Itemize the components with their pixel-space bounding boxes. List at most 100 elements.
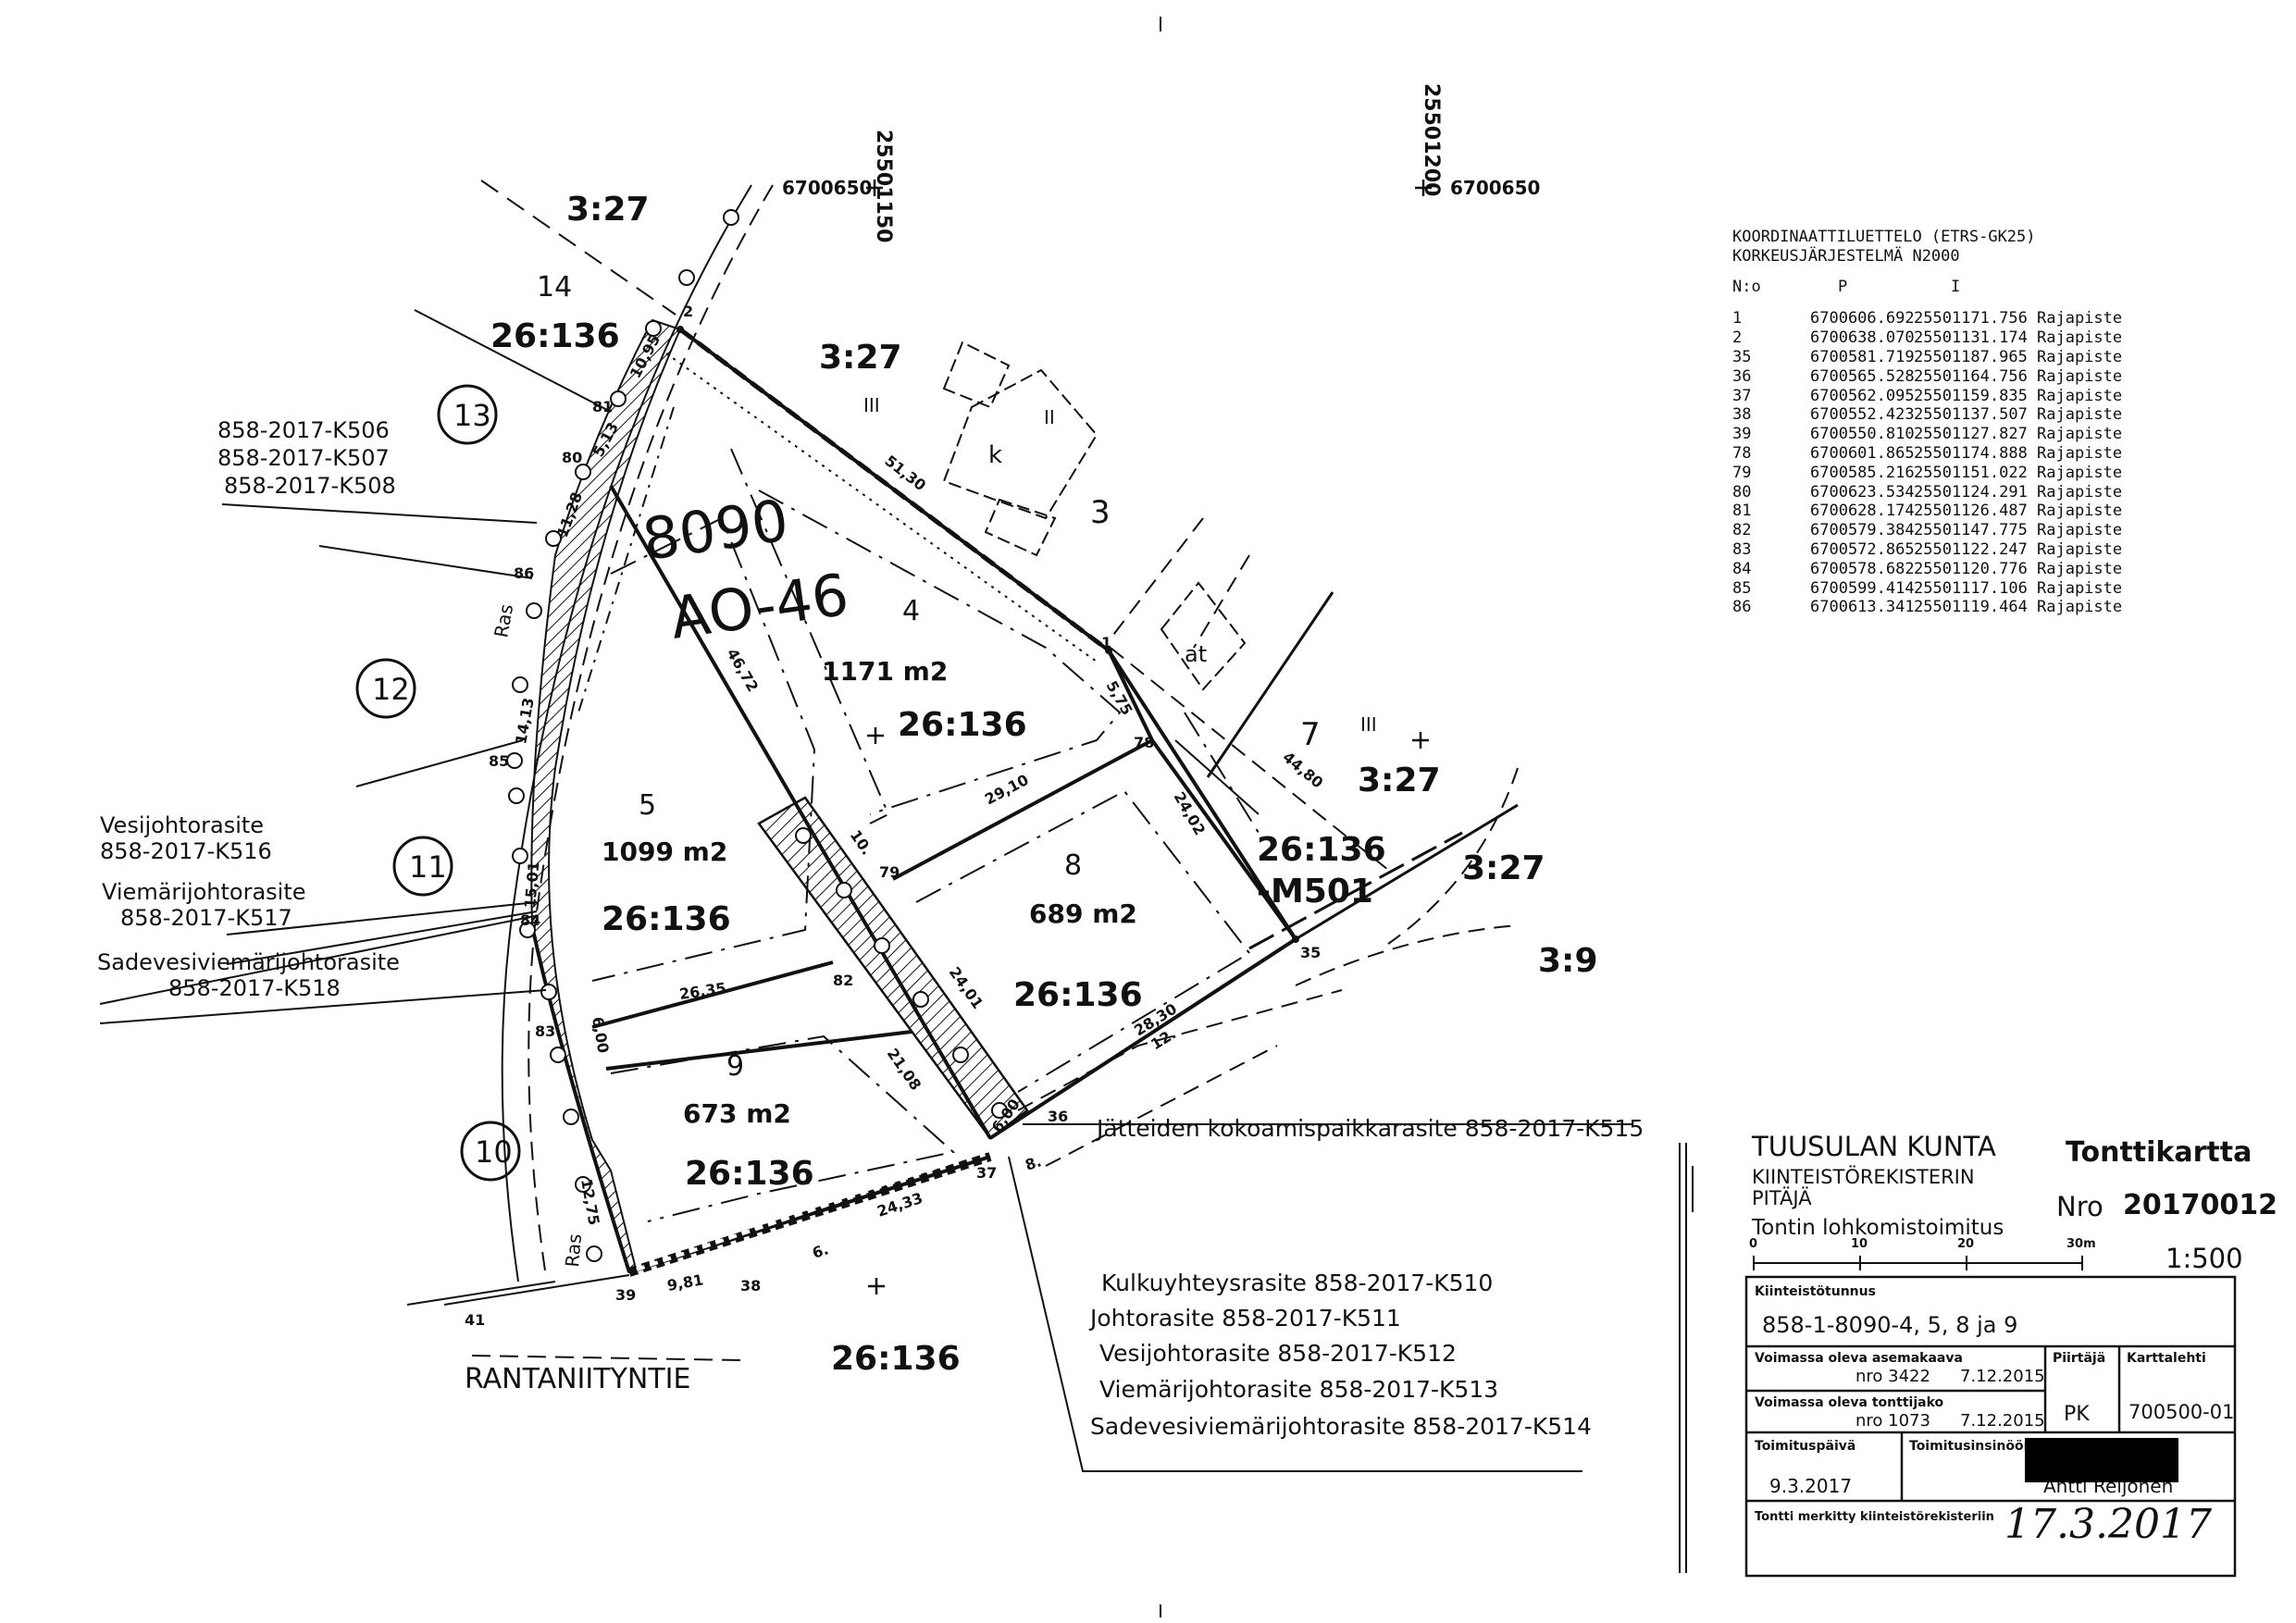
easting-label-2: 25501200	[1420, 83, 1443, 196]
point-id: 78	[1134, 734, 1154, 751]
building-ii: II	[1044, 406, 1055, 428]
coord-type: Rajapiste	[2037, 578, 2123, 598]
date-label: Toimituspäivä	[1755, 1439, 1856, 1454]
neighbour-right-id: 3:27	[1358, 762, 1441, 799]
easement-note-k508: 858-2017-K508	[224, 473, 396, 499]
scale-tick-10: 10	[1851, 1237, 1868, 1251]
coord-no: 38	[1732, 405, 1752, 425]
edge-length: 12,75	[577, 1177, 602, 1226]
coord-list-title: KOORDINAATTILUETTELO (ETRS-GK25)	[1732, 228, 2036, 246]
ras-label-2: Ras	[561, 1233, 586, 1268]
circled-12: 12	[372, 672, 410, 707]
coord-type: Rajapiste	[2037, 309, 2123, 328]
coord-col-no: N:o	[1732, 277, 1761, 296]
point-id: 37	[976, 1164, 997, 1182]
edge-length: 6.	[810, 1240, 830, 1261]
doc-type: Tonttikartta	[2066, 1136, 2253, 1169]
edge-length: 21,08	[884, 1045, 925, 1093]
parcel-4-number: 4	[902, 595, 920, 627]
point-id: 86	[514, 564, 534, 582]
scale: 1:500	[2166, 1243, 2243, 1274]
coord-no: 85	[1732, 578, 1752, 598]
edge-length: 51,30	[882, 452, 930, 494]
scale-tick-0: 0	[1749, 1237, 1758, 1251]
coord-col-p: P	[1838, 277, 1848, 296]
coord-no: 80	[1732, 482, 1752, 502]
coord-type: Rajapiste	[2037, 328, 2123, 348]
coord-i: 25501137.507	[1914, 405, 2028, 425]
registered-label: Tontti merkitty kiinteistörekisteriin	[1755, 1510, 1994, 1524]
date: 9.3.2017	[1769, 1475, 1853, 1497]
neighbour-top-middle-floors: III	[863, 394, 880, 416]
coord-no: 2	[1732, 328, 1743, 348]
coord-col-i: I	[1951, 277, 1961, 296]
bottom-easement-4: Viemärijohtorasite 858-2017-K513	[1099, 1376, 1498, 1403]
coord-p: 6700572.865	[1810, 539, 1915, 559]
registrar-line2: PITÄJÄ	[1752, 1187, 1812, 1209]
coord-i: 25501187.965	[1914, 347, 2028, 366]
bottom-easement-5: Sadevesiviemärijohtorasite 858-2017-K514	[1090, 1413, 1592, 1440]
coord-p: 6700638.070	[1810, 328, 1915, 348]
circled-10: 10	[475, 1134, 513, 1170]
sheet-label: Karttalehti	[2127, 1351, 2206, 1366]
edge-length: 26,35	[678, 979, 727, 1003]
point-id: 1	[1101, 634, 1111, 651]
street-plot-id: 26:136	[831, 1340, 961, 1378]
neighbour-far-right-2: 3:9	[1538, 942, 1598, 980]
coord-p: 6700579.384	[1810, 521, 1915, 540]
bottom-easement-2: Johtorasite 858-2017-K511	[1088, 1305, 1401, 1332]
edge-length: 44,80	[1279, 749, 1326, 792]
coord-p: 6700578.682	[1810, 559, 1915, 578]
neighbour-far-right: 3:27	[1462, 849, 1545, 887]
coord-i: 25501159.835	[1914, 386, 2028, 405]
water-easement-label: Vesijohtorasite	[100, 812, 264, 838]
parcel-9-area: 673 m2	[683, 1098, 791, 1129]
coord-p: 6700606.692	[1810, 309, 1915, 328]
coord-p: 6700628.174	[1810, 502, 1915, 521]
point-id: 81	[592, 398, 613, 415]
property-id: 858-1-8090-4, 5, 8 ja 9	[1762, 1312, 2018, 1338]
point-id: 38	[740, 1277, 761, 1295]
coord-p: 6700550.810	[1810, 425, 1915, 444]
coord-i: 25501119.464	[1914, 598, 2028, 617]
coord-i: 25501124.291	[1914, 482, 2028, 502]
coord-type: Rajapiste	[2037, 502, 2123, 521]
coord-type: Rajapiste	[2037, 598, 2123, 617]
bottom-easement-1: Kulkuyhteysrasite 858-2017-K510	[1101, 1270, 1493, 1296]
block-code: 8090	[639, 487, 792, 574]
neighbour-top-left: 3:27	[566, 191, 650, 229]
zoning-no: nro 3422	[1855, 1367, 1930, 1386]
parcel-5-id: 26:136	[602, 900, 731, 938]
neighbour-right-floors: III	[1360, 713, 1377, 736]
coord-type: Rajapiste	[2037, 482, 2123, 502]
coord-type: Rajapiste	[2037, 521, 2123, 540]
point-id: 85	[489, 752, 509, 770]
coord-no: 78	[1732, 443, 1752, 463]
ras-label-1: Ras	[490, 602, 517, 639]
edge-length: 29,10	[982, 771, 1032, 809]
coord-no: 84	[1732, 559, 1752, 578]
coord-p: 6700623.534	[1810, 482, 1915, 502]
coord-list-header: N:o P I	[1732, 278, 2139, 297]
parcel-8-area: 689 m2	[1029, 898, 1137, 929]
coord-type: Rajapiste	[2037, 463, 2123, 482]
coord-i: 25501147.775	[1914, 521, 2028, 540]
coord-no: 83	[1732, 539, 1752, 559]
point-id: 41	[465, 1311, 485, 1329]
coord-i: 25501117.106	[1914, 578, 2028, 598]
coordinate-list: KOORDINAATTILUETTELO (ETRS-GK25) KORKEUS…	[1732, 228, 2139, 617]
coord-p: 6700552.423	[1810, 405, 1915, 425]
parcel-9-id: 26:136	[685, 1155, 814, 1193]
coord-i: 25501122.247	[1914, 539, 2028, 559]
coord-i: 25501131.174	[1914, 328, 2028, 348]
registered-date: 17.3.2017	[2004, 1501, 2212, 1548]
edge-length: 14,13	[512, 697, 537, 746]
